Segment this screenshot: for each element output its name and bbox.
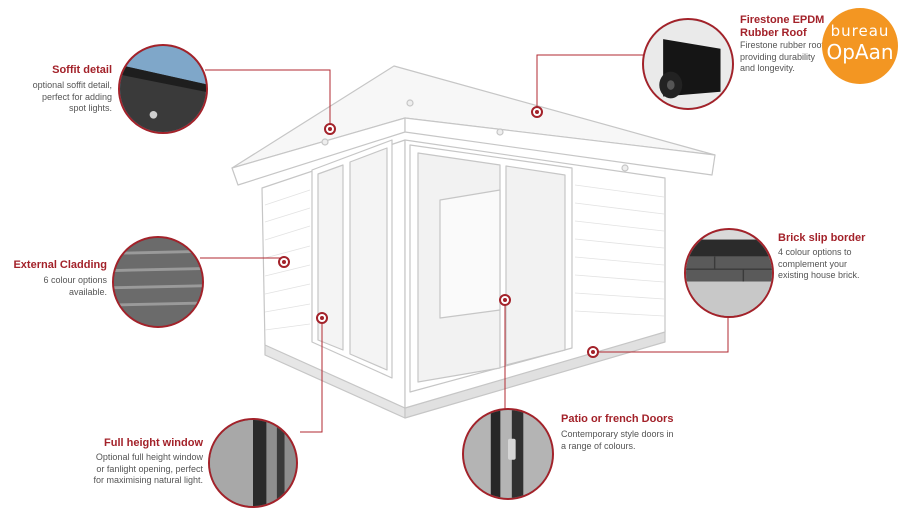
soffit-light (321, 138, 329, 146)
brick-description: 4 colour options to complement your exis… (778, 247, 860, 280)
interior-view (439, 189, 501, 319)
logo-text-top: bureau (830, 22, 890, 40)
soffit-title: Soffit detail (52, 64, 112, 76)
roof-thumbnail (642, 18, 734, 110)
roof-fascia-right (404, 117, 716, 176)
cladding-title: External Cladding (13, 259, 107, 271)
patio-door-glass (505, 165, 566, 366)
soffit-light (496, 128, 504, 136)
window-glass (317, 164, 344, 351)
cladding-lines (264, 184, 665, 331)
cladding-thumbnail (112, 236, 204, 328)
soffit-light (406, 99, 414, 107)
window-description: Optional full height window or fanlight … (93, 452, 203, 485)
roof-title: Firestone EPDM Rubber Roof (740, 14, 825, 39)
garden-room-illustration (231, 65, 716, 419)
window-title: Full height window (104, 437, 203, 449)
brand-logo: bureau OpAan (822, 8, 898, 84)
doors-thumbnail (462, 408, 554, 500)
window-thumbnail (208, 418, 298, 508)
window-glass (349, 147, 388, 371)
callout-markers (278, 106, 599, 358)
soffit-light (621, 164, 629, 172)
leader-window (300, 318, 323, 433)
soffit-description: optional soffit detail, perfect for addi… (32, 80, 112, 113)
doors-title: Patio or french Doors (561, 413, 674, 425)
cladding-description: 6 colour options available. (43, 275, 107, 297)
brick-title: Brick slip border (778, 232, 866, 244)
brick-thumbnail (684, 228, 774, 318)
roof-description: Firestone rubber roof providing durabili… (740, 40, 825, 73)
leader-roof (536, 54, 650, 110)
soffit-thumbnail (118, 44, 208, 134)
doors-description: Contemporary style doors in a range of c… (561, 429, 674, 451)
leader-soffit (205, 69, 331, 128)
logo-text-bottom: OpAan (826, 40, 894, 64)
